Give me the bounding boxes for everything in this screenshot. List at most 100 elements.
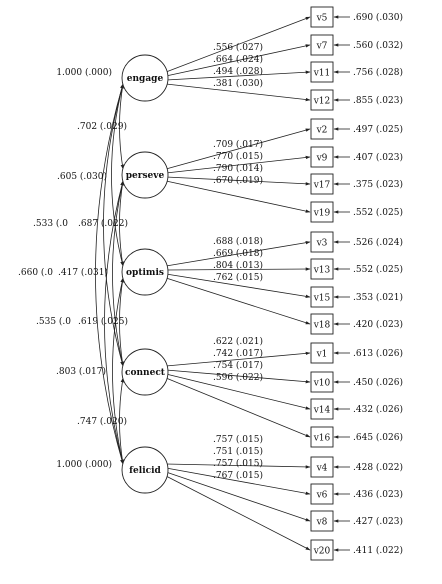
loading-arrow xyxy=(165,180,311,213)
correlation-label: .417 (.031) xyxy=(58,267,108,278)
factor-variance-label: 1.000 (.000) xyxy=(56,459,112,470)
factor-label: optimis xyxy=(126,268,164,278)
indicator-label: v19 xyxy=(313,209,331,219)
indicator-box xyxy=(310,286,334,308)
error-variance-label: .645 (.026) xyxy=(353,432,403,443)
correlation-label: .702 (.029) xyxy=(77,121,127,132)
indicator-label: v3 xyxy=(316,239,328,249)
indicator-box xyxy=(310,34,334,56)
indicator-label: v1 xyxy=(316,350,328,360)
loading-label: .762 (.015) xyxy=(213,272,263,283)
indicator-label: v20 xyxy=(313,547,331,557)
loading-label: .804 (.013) xyxy=(213,260,263,271)
loading-label: .790 (.014) xyxy=(213,163,263,174)
correlation-layer xyxy=(95,83,124,465)
loading-arrow xyxy=(165,377,311,438)
loading-label: .688 (.018) xyxy=(213,236,263,247)
error-variance-label: .855 (.023) xyxy=(353,95,403,106)
factor-label: perseve xyxy=(126,171,165,181)
loading-arrow xyxy=(165,369,311,384)
label-layer: .702 (.029) .605 (.030) .687 (.022) .533 (.… xyxy=(18,12,403,556)
loading-label: .754 (.017) xyxy=(213,360,263,371)
loading-label: .709 (.017) xyxy=(213,139,263,150)
indicator-label: v17 xyxy=(313,181,331,191)
indicator-label: v7 xyxy=(316,42,328,52)
loading-label: .757 (.015) xyxy=(213,458,263,469)
error-variance-label: .526 (.024) xyxy=(353,237,403,248)
error-variance-label: .428 (.022) xyxy=(353,462,403,473)
loading-label: .770 (.015) xyxy=(213,151,263,162)
loading-arrow xyxy=(165,176,311,186)
error-variance-label: .552 (.025) xyxy=(353,207,403,218)
error-variance-label: .427 (.023) xyxy=(353,516,403,527)
loading-arrow xyxy=(165,351,311,367)
indicator-label: v8 xyxy=(316,518,328,528)
indicator-box xyxy=(310,231,334,253)
loading-arrow xyxy=(165,16,311,73)
error-variance-label: .432 (.026) xyxy=(353,404,403,415)
correlation-label: .605 (.030) xyxy=(57,171,107,182)
correlation-label: .660 (.0 xyxy=(18,267,53,278)
loading-arrow xyxy=(165,277,311,325)
indicator-box xyxy=(310,510,334,532)
indicator-label: v13 xyxy=(313,266,331,276)
loading-arrow xyxy=(165,471,311,522)
indicator-box xyxy=(310,483,334,505)
indicator-label: v6 xyxy=(316,491,328,501)
correlation-label: .535 (.0 xyxy=(36,316,71,327)
loading-arrow xyxy=(165,467,311,495)
indicator-box xyxy=(310,146,334,168)
loading-arrow xyxy=(165,44,311,77)
indicator-label: v12 xyxy=(313,97,331,107)
loading-label: .757 (.015) xyxy=(213,434,263,445)
error-layer xyxy=(333,15,350,552)
indicator-box xyxy=(310,61,334,83)
error-variance-label: .411 (.022) xyxy=(353,545,403,556)
loading-label: .669 (.018) xyxy=(213,248,263,259)
loading-arrow xyxy=(165,373,311,410)
correlation-label: .803 (.017) xyxy=(56,366,106,377)
correlation-path xyxy=(111,83,124,267)
indicator-box xyxy=(310,6,334,28)
indicator-label: v18 xyxy=(313,321,331,331)
loading-arrow xyxy=(165,273,311,298)
indicator-box xyxy=(310,118,334,140)
indicator-label: v2 xyxy=(316,126,328,136)
indicator-layer: v5v7v11v12v2v9v17v19v3v13v15v18v1v10v14v… xyxy=(310,6,334,561)
factor-node xyxy=(121,54,169,102)
loading-label: .494 (.028) xyxy=(213,66,263,77)
correlation-label: .533 (.0 xyxy=(33,218,68,229)
loading-arrow xyxy=(165,70,311,81)
indicator-label: v11 xyxy=(313,69,331,79)
indicator-label: v16 xyxy=(313,434,331,444)
loading-arrow xyxy=(165,241,311,267)
loading-arrow xyxy=(165,83,311,102)
indicator-label: v14 xyxy=(313,406,331,416)
loading-label: .556 (.027) xyxy=(213,42,263,53)
error-variance-label: .552 (.025) xyxy=(353,264,403,275)
error-variance-label: .353 (.021) xyxy=(353,292,403,303)
indicator-box xyxy=(310,313,334,335)
indicator-box xyxy=(310,426,334,448)
loading-arrow xyxy=(165,155,311,174)
correlation-path xyxy=(119,377,124,465)
indicator-label: v4 xyxy=(316,464,328,474)
correlation-label: .619 (.025) xyxy=(78,316,128,327)
loading-label: .622 (.021) xyxy=(213,336,263,347)
factor-node xyxy=(121,348,169,396)
factor-node xyxy=(121,151,169,199)
error-variance-label: .560 (.032) xyxy=(353,40,403,51)
loading-label: .664 (.024) xyxy=(213,54,263,65)
indicator-box xyxy=(310,371,334,393)
loading-label: .670 (.019) xyxy=(213,175,263,186)
error-variance-label: .613 (.026) xyxy=(353,348,403,359)
loading-label: .751 (.015) xyxy=(213,446,263,457)
error-variance-label: .690 (.030) xyxy=(353,12,403,23)
loading-arrow xyxy=(165,267,311,271)
factor-label: felicid xyxy=(129,466,161,476)
factor-label: engage xyxy=(127,74,164,84)
indicator-label: v15 xyxy=(313,294,331,304)
correlation-label: .687 (.022) xyxy=(78,218,128,229)
error-variance-label: .756 (.028) xyxy=(353,67,403,78)
